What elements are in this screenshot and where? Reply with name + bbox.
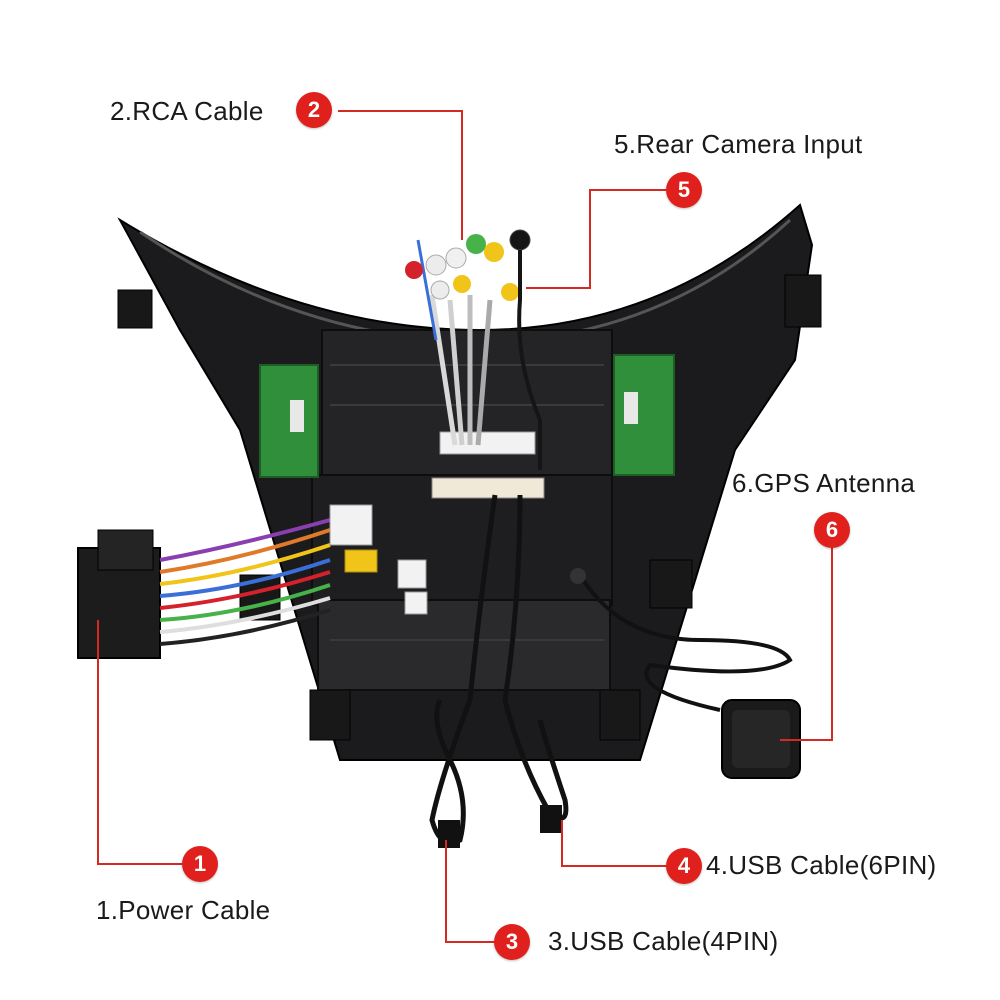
callout-badge-5: 5 [666, 172, 702, 208]
pcb-left-connector [290, 400, 304, 432]
callout-badge-4: 4 [666, 848, 702, 884]
callout-badge-2: 2 [296, 92, 332, 128]
pcb-left [259, 364, 319, 478]
usb-cable-4pin [429, 494, 498, 848]
mount-tab-right-low [599, 689, 641, 741]
leader-line-1 [97, 620, 182, 865]
leader-line-5 [526, 189, 666, 289]
callout-badge-1: 1 [182, 846, 218, 882]
connector-block [431, 477, 545, 499]
mount-tab-left-low [309, 689, 351, 741]
pcb-right-connector [624, 392, 638, 424]
gps-antenna-puck [721, 699, 801, 779]
mount-tab-left-top [117, 289, 153, 329]
mount-tab-right-top [784, 274, 822, 328]
gps-cable [570, 568, 793, 712]
rca-cable-bundle [405, 229, 542, 470]
callout-label-usb-cable-6pin: 4.USB Cable(6PIN) [706, 850, 937, 880]
callout-label-power-cable: 1.Power Cable [96, 895, 271, 925]
power-cable-harness [77, 504, 428, 659]
leader-line-2 [338, 110, 463, 240]
callout-label-gps-antenna: 6.GPS Antenna [732, 468, 916, 498]
usb-cable-6pin [502, 494, 569, 833]
mount-tab-right-bottom [649, 559, 693, 609]
callout-label-rca-cable: 2.RCA Cable [110, 96, 264, 126]
callout-label-usb-cable-4pin: 3.USB Cable(4PIN) [548, 926, 779, 956]
leader-line-4 [561, 820, 668, 867]
leader-line-3 [445, 840, 496, 943]
leader-lines [97, 110, 833, 943]
callout-label-rear-camera-input: 5.Rear Camera Input [614, 129, 863, 159]
callout-badge-6: 6 [814, 512, 850, 548]
head-unit-chassis-bottom [317, 599, 611, 691]
leader-line-6 [780, 546, 833, 741]
pcb-right [613, 354, 675, 476]
callout-badge-3: 3 [494, 924, 530, 960]
